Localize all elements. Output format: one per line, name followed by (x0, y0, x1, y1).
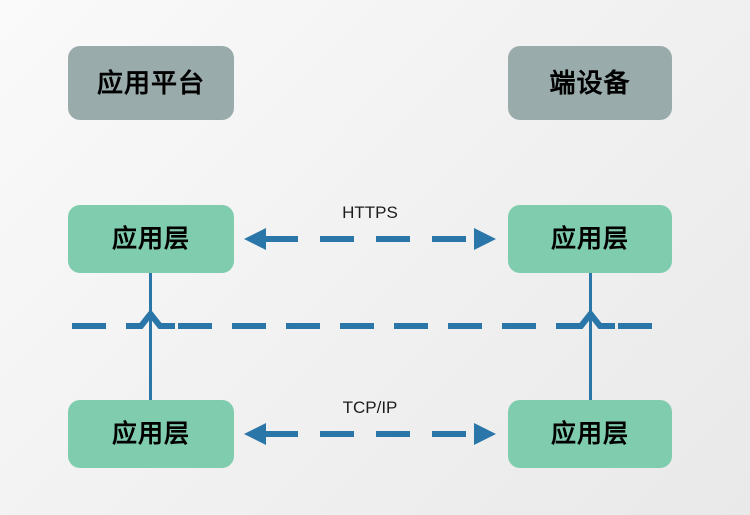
arrowhead-left-tcpip (244, 423, 266, 445)
connection-tcpip-label: TCP/IP (342, 398, 398, 417)
header-app-platform[interactable]: 应用平台 (68, 46, 234, 120)
connection-https (244, 228, 496, 250)
arrowhead-left-https (244, 228, 266, 250)
layer-left-bottom-label: 应用层 (111, 419, 190, 448)
layer-right-top-label: 应用层 (550, 224, 629, 253)
layer-left-top[interactable]: 应用层 (68, 205, 234, 273)
connection-tcpip (244, 423, 496, 445)
layer-right-top[interactable]: 应用层 (508, 205, 672, 273)
arrowhead-right-tcpip (474, 423, 496, 445)
layer-right-bottom-label: 应用层 (550, 419, 629, 448)
layer-left-bottom[interactable]: 应用层 (68, 400, 234, 468)
layer-left-top-label: 应用层 (111, 224, 190, 253)
header-end-device-label: 端设备 (549, 68, 631, 98)
header-app-platform-label: 应用平台 (96, 68, 205, 98)
divider-hop-right (572, 309, 615, 329)
divider-hop-left (132, 309, 175, 329)
header-end-device[interactable]: 端设备 (508, 46, 672, 120)
connection-https-label: HTTPS (342, 203, 398, 222)
arrowhead-right-https (474, 228, 496, 250)
layer-right-bottom[interactable]: 应用层 (508, 400, 672, 468)
divider-dashed-line (72, 309, 667, 329)
